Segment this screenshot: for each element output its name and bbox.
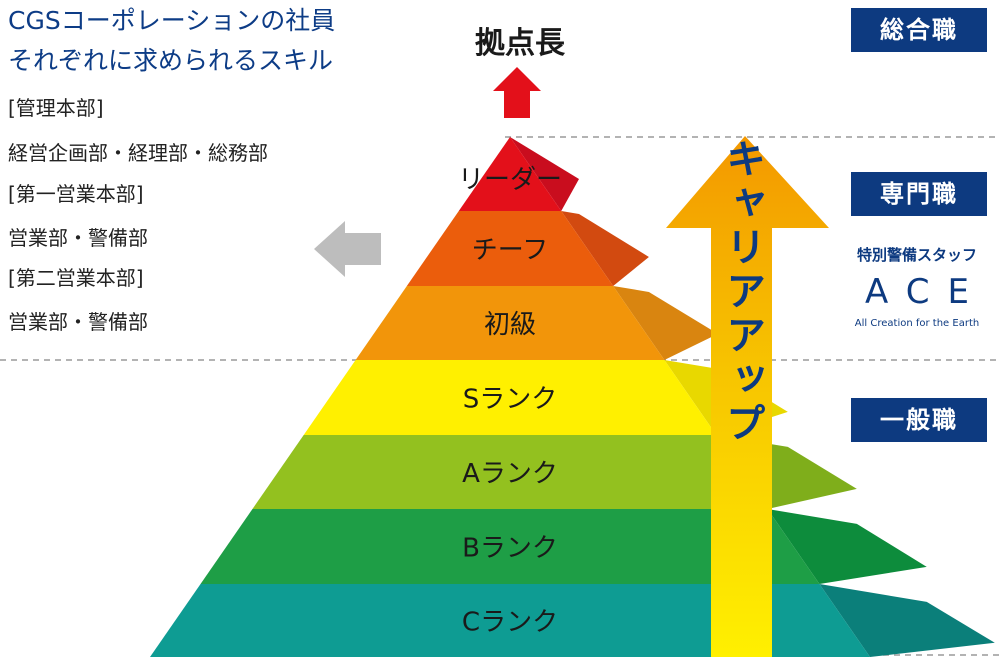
department-line: 営業部・警備部 (8, 226, 148, 250)
left-arrow-icon (314, 221, 381, 277)
tier-label: リーダー (458, 165, 562, 195)
tier-front-face (252, 435, 768, 509)
tier-label: Aランク (462, 459, 558, 489)
tier-side-face (613, 286, 718, 360)
badge-ippan: 一般職 (851, 398, 987, 442)
department-line: 経営企画部・経理部・総務部 (8, 141, 268, 165)
department-line: [第二営業本部] (8, 266, 144, 290)
department-line: [第一営業本部] (8, 182, 144, 206)
tier-side-face (767, 509, 927, 584)
tier-front-face (458, 137, 562, 211)
ace-tagline: All Creation for the Earth (854, 318, 980, 329)
ace-subtitle: 特別警備スタッフ (856, 246, 977, 264)
badge-senmon: 専門職 (851, 172, 987, 216)
branch-manager-label: 拠点長 (475, 26, 565, 61)
tier-side-face (510, 137, 579, 211)
tier-side-face (561, 211, 649, 286)
tier-side-face (819, 584, 995, 657)
tier-front-face (406, 211, 614, 286)
badge-sogo: 総合職 (851, 8, 987, 52)
tier-label: Cランク (462, 608, 558, 638)
heading-line-1: CGSコーポレーションの社員 (8, 6, 336, 35)
career-up-arrow-icon (666, 136, 829, 657)
tier-label: Sランク (463, 385, 558, 415)
ace-name: ACE (865, 272, 987, 312)
tier-label: Bランク (462, 534, 558, 564)
tier-front-face (303, 360, 717, 435)
tier-front-face (355, 286, 665, 360)
tier-label: 初級 (484, 310, 536, 340)
career-up-label: キャリアアップ (719, 138, 765, 446)
tier-front-face (200, 509, 820, 584)
department-line: 営業部・警備部 (8, 310, 148, 334)
heading-line-2: それぞれに求められるスキル (8, 46, 334, 75)
tier-label: チーフ (472, 236, 548, 266)
top-up-arrow-icon (493, 67, 541, 118)
department-line: [管理本部] (8, 96, 104, 120)
tier-front-face (150, 584, 870, 657)
